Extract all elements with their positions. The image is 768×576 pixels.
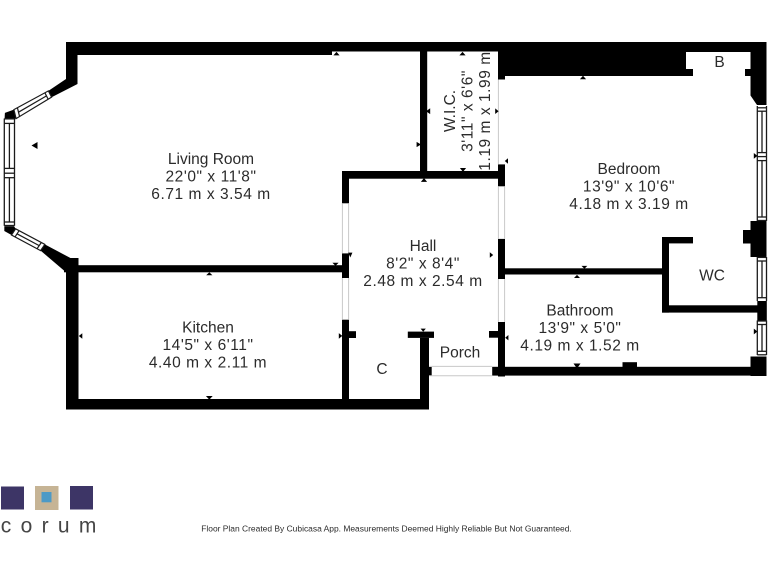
svg-text:Hall: Hall bbox=[410, 238, 437, 255]
svg-text:3'11" x 6'6": 3'11" x 6'6" bbox=[460, 70, 477, 152]
svg-text:C: C bbox=[376, 361, 387, 378]
svg-text:13'9" x 5'0": 13'9" x 5'0" bbox=[539, 320, 622, 337]
svg-text:8'2" x 8'4": 8'2" x 8'4" bbox=[386, 256, 460, 273]
svg-text:Bedroom: Bedroom bbox=[598, 161, 661, 178]
svg-text:13'9" x 10'6": 13'9" x 10'6" bbox=[583, 179, 675, 196]
svg-text:Floor Plan Created By Cubicasa: Floor Plan Created By Cubicasa App. Meas… bbox=[201, 524, 572, 534]
svg-text:WC: WC bbox=[699, 268, 725, 285]
svg-text:Porch: Porch bbox=[440, 345, 481, 362]
svg-text:Living Room: Living Room bbox=[168, 151, 254, 168]
svg-text:22'0" x 11'8": 22'0" x 11'8" bbox=[165, 169, 256, 186]
svg-text:B: B bbox=[714, 54, 724, 71]
svg-text:W.I.C.: W.I.C. bbox=[442, 90, 459, 132]
svg-text:4.40 m x 2.11 m: 4.40 m x 2.11 m bbox=[149, 355, 267, 372]
svg-text:Bathroom: Bathroom bbox=[546, 303, 613, 320]
svg-text:4.18 m x 3.19 m: 4.18 m x 3.19 m bbox=[569, 196, 688, 213]
svg-text:2.48 m x 2.54 m: 2.48 m x 2.54 m bbox=[363, 273, 482, 290]
svg-text:1.19 m x 1.99 m: 1.19 m x 1.99 m bbox=[477, 51, 494, 170]
svg-text:6.71 m x 3.54 m: 6.71 m x 3.54 m bbox=[151, 186, 270, 203]
svg-text:Kitchen: Kitchen bbox=[182, 320, 234, 337]
svg-text:corum: corum bbox=[1, 515, 106, 538]
svg-text:14'5" x 6'11": 14'5" x 6'11" bbox=[162, 337, 253, 354]
svg-text:4.19 m x 1.52 m: 4.19 m x 1.52 m bbox=[520, 338, 639, 355]
